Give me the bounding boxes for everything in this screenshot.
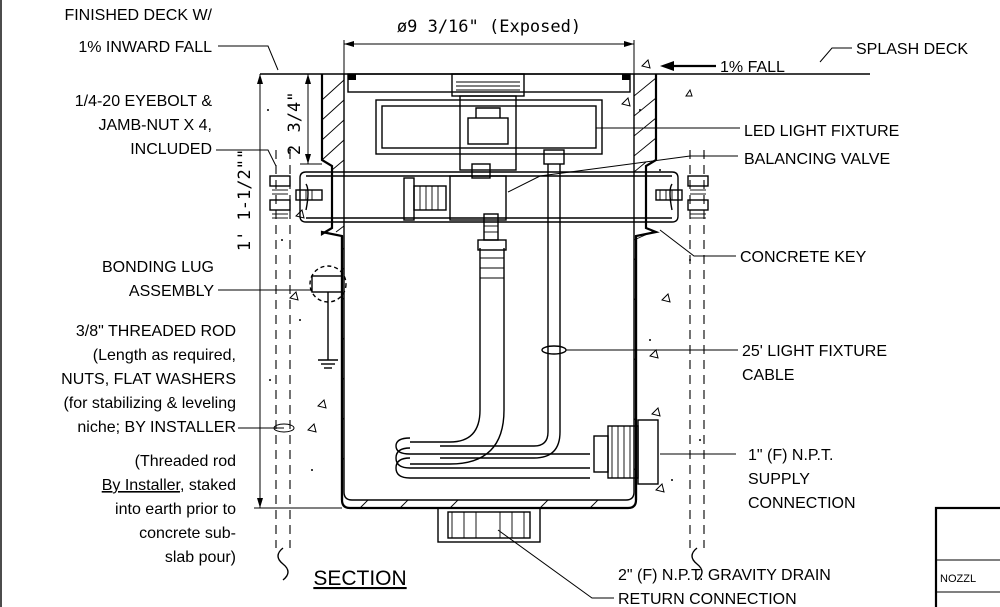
label-dim-three-quarter: 3/4" — [285, 92, 305, 133]
label-rod-line9: concrete sub- — [139, 525, 236, 542]
gravity-drain — [437, 507, 541, 543]
label-diameter: ø9 3/16" (Exposed) — [397, 17, 581, 37]
label-rod-line2: (Length as required, — [93, 347, 236, 364]
label-finished-deck-line1: FINISHED DECK W/ — [64, 7, 212, 24]
label-eyebolt-line1: 1/4-20 EYEBOLT & — [75, 93, 213, 110]
label-rod-line6: (Threaded rod — [135, 453, 236, 470]
balancing-valve — [403, 163, 507, 241]
label-cable-line2: CABLE — [742, 367, 794, 384]
leader-lines — [216, 45, 852, 599]
niche-rim — [347, 73, 631, 97]
label-rod-line7: By Installer, staked — [102, 477, 236, 494]
label-fall: 1% FALL — [720, 59, 785, 76]
threaded-rod-right — [655, 150, 709, 581]
label-drain-line1: 2" (F) N.P.T. GRAVITY DRAIN — [618, 567, 831, 584]
label-bonding-lug-line1: BONDING LUG — [102, 259, 214, 276]
light-fixture-cable — [395, 149, 590, 479]
label-drain-line2: RETURN CONNECTION — [618, 591, 797, 607]
label-led-fixture: LED LIGHT FIXTURE — [744, 123, 899, 140]
label-supply-line2: SUPPLY — [748, 471, 810, 488]
label-balancing-valve: BALANCING VALVE — [744, 151, 890, 168]
label-bonding-lug-line2: ASSEMBLY — [129, 283, 214, 300]
label-eyebolt-line3: INCLUDED — [130, 141, 212, 158]
label-cable-line1: 25' LIGHT FIXTURE — [742, 343, 887, 360]
label-section-title: SECTION — [313, 567, 406, 590]
label-dim-height: 1' 1-1/2"" — [235, 149, 255, 251]
supply-connection — [593, 419, 659, 485]
height-dimension — [254, 74, 342, 509]
label-rod-by-installer: By Installer — [102, 477, 182, 494]
label-splash-deck: SPLASH DECK — [856, 41, 968, 58]
title-block: NOZZL — [934, 506, 1000, 607]
label-finished-deck-line2: 1% INWARD FALL — [78, 39, 212, 56]
label-rod-staked: , staked — [180, 477, 236, 494]
label-dim-two: 2 — [285, 145, 305, 155]
label-rod-line1: 3/8" THREADED ROD — [76, 323, 236, 340]
label-rod-line10: slab pour) — [165, 549, 236, 566]
callout-labels: FINISHED DECK W/ 1% INWARD FALL ø9 3/16"… — [61, 7, 968, 607]
label-rod-line8: into earth prior to — [115, 501, 236, 518]
label-concrete-key: CONCRETE KEY — [740, 249, 867, 266]
fall-arrow — [660, 61, 716, 71]
label-eyebolt-line2: JAMB-NUT X 4, — [99, 117, 213, 134]
label-rod-line3: NUTS, FLAT WASHERS — [61, 371, 236, 388]
flex-hose — [410, 239, 507, 465]
label-rod-line4: (for stabilizing & leveling — [63, 395, 236, 412]
niche-body — [320, 74, 660, 510]
diameter-dimension — [343, 40, 635, 74]
led-light-fixture — [375, 95, 603, 171]
title-block-nozzle: NOZZL — [940, 573, 976, 585]
label-supply-line3: CONNECTION — [748, 495, 856, 512]
bonding-lug — [309, 265, 347, 369]
label-rod-line5: niche; BY INSTALLER — [77, 419, 236, 436]
label-supply-line1: 1" (F) N.P.T. — [748, 447, 833, 464]
threaded-rod-left — [269, 150, 323, 581]
